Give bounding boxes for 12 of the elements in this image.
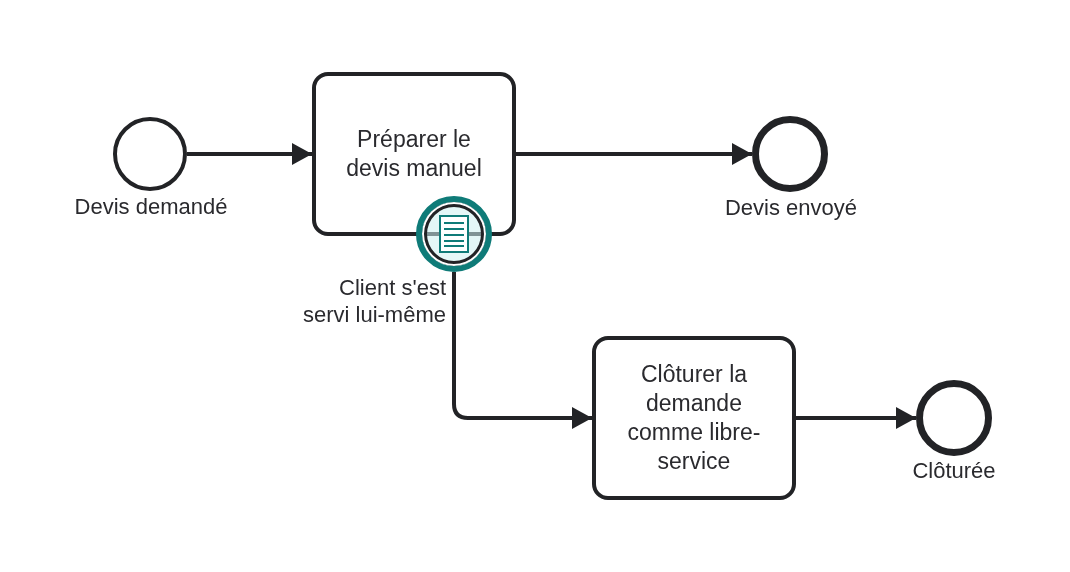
event-label: Devis envoyé [723, 194, 859, 221]
sequence-flow-arrow [187, 143, 312, 165]
event-label: Clôturée [911, 457, 997, 484]
event-label: Devis demandé [73, 193, 229, 220]
task-box [592, 336, 796, 500]
sequence-flow-arrow [796, 407, 916, 429]
event-label: Client s'est servi lui-même [301, 274, 446, 328]
task-label: Clôturer la demande comme libre-service [626, 360, 762, 476]
task-box [312, 72, 516, 236]
task-label: Préparer le devis manuel [345, 125, 483, 183]
sequence-flow-arrow [452, 272, 592, 429]
sequence-flow-arrow [516, 143, 752, 165]
